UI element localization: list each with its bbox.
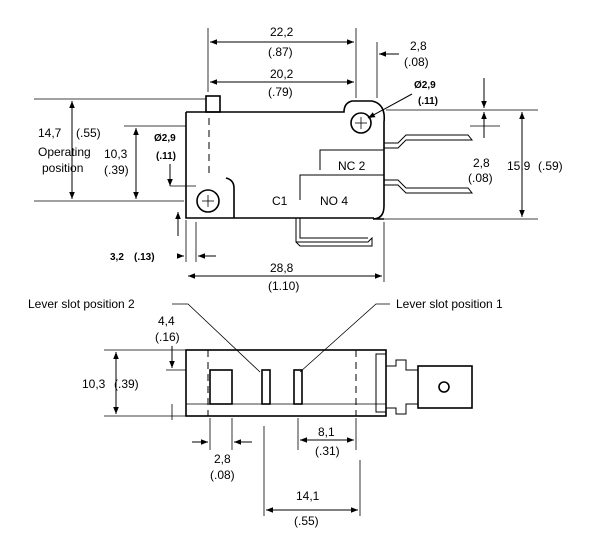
- dim-slot-to-terminal: 14,1 (.55): [263, 426, 361, 528]
- terminal-tab-bottom: [386, 359, 473, 415]
- dim-10-3-bottom-in: (.39): [114, 377, 139, 391]
- dim-15-9-in: (.59): [538, 159, 563, 173]
- dim-22-2-in: (.87): [268, 45, 293, 59]
- lever-slot-2-label: Lever slot position 2: [28, 297, 135, 311]
- dim-15-9-mm: 15,9: [507, 159, 531, 173]
- dim-hole-spacing: 20,2 (.79): [210, 67, 354, 99]
- dim-3-2-mm: 3,2: [110, 252, 124, 263]
- dim-10-3-top-mm: 10,3: [104, 147, 128, 161]
- dim-lever-offset: 3,2 (.13): [110, 212, 216, 263]
- top-view: NC 2 NO 4 C1 22,2 (.87) 20,2 (.79) 2,8 (…: [34, 25, 563, 293]
- dim-14-1-mm: 14,1: [296, 489, 320, 503]
- dim-slot-depth: 4,4 (.16): [155, 314, 186, 420]
- lever-slot-1-label: Lever slot position 1: [396, 297, 503, 311]
- operating-label-2: position: [42, 161, 83, 175]
- terminal-nc-label: NC 2: [338, 159, 366, 173]
- dim-3-2-in: (.13): [134, 252, 155, 263]
- dim-dia-left-in: (.11): [156, 151, 176, 162]
- terminal-c: [295, 218, 373, 247]
- dim-14-7-in: (.55): [76, 126, 101, 140]
- terminal-c-label: C1: [272, 194, 288, 208]
- dim-operating-position: 14,7 (.55) Operating position: [34, 98, 206, 202]
- dim-height-inner: 10,3 (.39): [104, 125, 186, 199]
- dim-left-slot-offset: 2,8 (.08): [192, 418, 252, 482]
- dim-slot1-offset: 8,1 (.31): [297, 418, 357, 458]
- dim-2-8-bottom-mm: 2,8: [214, 452, 231, 466]
- bottom-view: Lever slot position 2 Lever slot positio…: [28, 297, 503, 528]
- dim-2-8-top-in: (.08): [404, 55, 429, 69]
- dim-8-1-in: (.31): [315, 444, 340, 458]
- dim-20-2-in: (.79): [268, 85, 293, 99]
- terminal-no-label: NO 4: [320, 194, 348, 208]
- terminal-no: [299, 174, 474, 200]
- dim-dia-right-mm: Ø2,9: [414, 80, 436, 91]
- dim-4-4-mm: 4,4: [158, 314, 175, 328]
- dim-22-2-mm: 22,2: [270, 25, 294, 39]
- dim-28-8-in: (1.10): [268, 279, 299, 293]
- dim-2-8-right-mm: 2,8: [473, 156, 490, 170]
- dim-2-8-right-in: (.08): [468, 171, 493, 185]
- dim-dia-left-mm: Ø2,9: [154, 133, 176, 144]
- dim-14-7-mm: 14,7: [38, 126, 62, 140]
- dim-body-thickness: 10,3 (.39): [82, 349, 186, 417]
- dim-2-8-top-mm: 2,8: [410, 39, 427, 53]
- dim-2-8-bottom-in: (.08): [210, 468, 235, 482]
- dim-hole-dia-right: Ø2,9 (.11): [367, 80, 438, 119]
- dim-8-1-mm: 8,1: [318, 425, 335, 439]
- dim-overall-length: 28,8 (1.10): [188, 222, 385, 293]
- dim-28-8-mm: 28,8: [270, 261, 294, 275]
- dim-terminal-thickness: 2,8 (.08): [376, 39, 429, 98]
- dim-top-ref: [386, 78, 500, 138]
- dim-terminal-pitch: 2,8 (.08): [468, 156, 493, 185]
- dim-overall-width: 22,2 (.87): [207, 25, 357, 98]
- dim-14-1-in: (.55): [294, 514, 319, 528]
- switch-body-top: [185, 95, 386, 220]
- dim-4-4-in: (.16): [155, 330, 180, 344]
- dim-20-2-mm: 20,2: [270, 67, 294, 81]
- dim-overall-height: 15,9 (.59): [384, 109, 563, 220]
- dim-dia-right-in: (.11): [418, 96, 438, 107]
- dim-hole-dia-left: Ø2,9 (.11): [154, 133, 196, 187]
- dim-10-3-top-in: (.39): [104, 163, 129, 177]
- dim-10-3-bottom-mm: 10,3: [82, 377, 106, 391]
- switch-body-bottom: [185, 349, 387, 417]
- terminal-nc: [319, 134, 474, 170]
- operating-label-1: Operating: [38, 145, 91, 159]
